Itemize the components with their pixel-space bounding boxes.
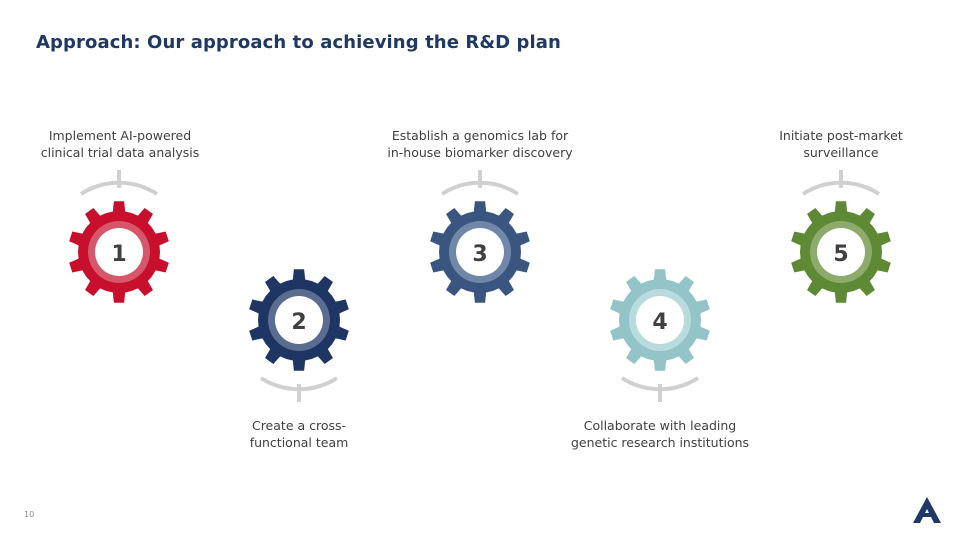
step-1-label: Implement AI-powered clinical trial data… [40, 128, 200, 160]
triangle-logo-icon [912, 496, 942, 528]
step-1-bracket [79, 170, 159, 196]
step-1-number: 1 [111, 242, 126, 267]
step-2-number: 2 [291, 310, 306, 335]
step-5-number: 5 [833, 242, 848, 267]
step-2-bracket [259, 376, 339, 402]
step-4-label: Collaborate with leading genetic researc… [570, 418, 750, 450]
step-2-gear [249, 269, 349, 371]
step-5-bracket [801, 170, 881, 196]
step-3-number: 3 [472, 242, 487, 267]
page-title: Approach: Our approach to achieving the … [36, 32, 561, 53]
step-1-gear [69, 201, 169, 303]
step-4-gear [610, 269, 710, 371]
step-4-bracket [620, 376, 700, 402]
step-2-label: Create a cross- functional team [249, 418, 349, 450]
step-3-gear [430, 201, 530, 303]
step-3-label: Establish a genomics lab for in-house bi… [387, 128, 573, 160]
step-3-bracket [440, 170, 520, 196]
step-4-number: 4 [652, 310, 667, 335]
step-5-gear [791, 201, 891, 303]
step-5-label: Initiate post-market surveillance [779, 128, 903, 160]
slide-number: 10 [24, 510, 35, 519]
